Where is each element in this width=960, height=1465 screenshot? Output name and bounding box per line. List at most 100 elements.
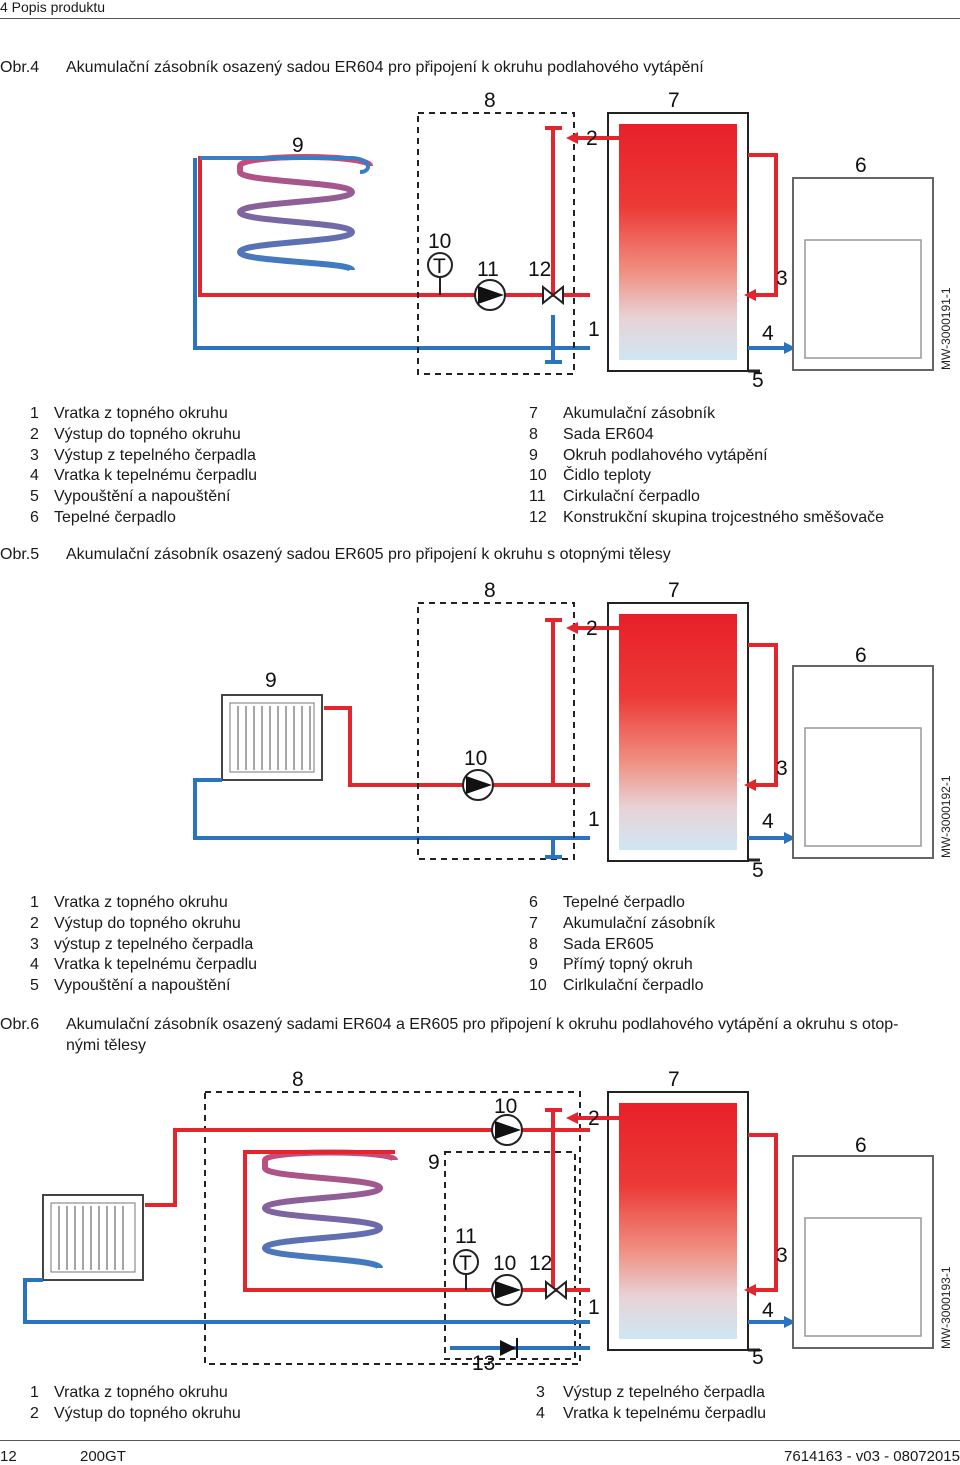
figure-4-diagram: T 9 8 7 2 6 10 11 12 3 1 4 5 MW-3000191-…	[193, 89, 953, 392]
svg-text:10: 10	[494, 1095, 517, 1118]
svg-text:8: 8	[484, 579, 496, 602]
svg-text:13: 13	[472, 1352, 495, 1375]
floor-coil	[236, 154, 373, 273]
label-12: 12	[528, 258, 551, 281]
er605-box	[417, 602, 575, 860]
svg-text:3: 3	[776, 757, 788, 780]
svg-text:T: T	[433, 255, 446, 278]
footer-doc-id: 7614163 - v03 - 08072015	[784, 1448, 960, 1465]
svg-text:10: 10	[493, 1252, 516, 1275]
temperature-sensor-icon	[427, 252, 453, 278]
radiator-icon	[221, 694, 323, 781]
figure-4-caption: Akumulační zásobník osazený sadou ER604 …	[66, 59, 704, 76]
svg-text:9: 9	[428, 1151, 440, 1174]
svg-text:11: 11	[455, 1225, 477, 1248]
figure-6-caption-line1: Akumulační zásobník osazený sadami ER604…	[66, 1016, 899, 1033]
svg-text:3: 3	[776, 1244, 788, 1267]
er605-box	[204, 1091, 581, 1365]
temperature-sensor-icon	[453, 1249, 479, 1275]
svg-text:T: T	[459, 1252, 472, 1275]
svg-text:4: 4	[762, 1299, 774, 1322]
return-line	[193, 158, 590, 350]
figure-4-number: Obr.4	[0, 59, 40, 76]
coil-feed	[200, 156, 370, 174]
label-10: 10	[428, 230, 451, 253]
label-3: 3	[776, 267, 788, 290]
figure-6-code: MW-3000193-1	[939, 1266, 953, 1349]
figure-5-number: Obr.5	[0, 546, 40, 563]
label-4: 4	[762, 322, 774, 345]
svg-text:6: 6	[855, 1134, 867, 1157]
figure-4-code: MW-3000191-1	[939, 287, 953, 370]
heat-pump-unit	[792, 665, 934, 859]
svg-text:2: 2	[588, 1107, 600, 1130]
figure-5-diagram: 9 8 7 2 6 10 3 1 4 5 MW-3000192-1	[193, 579, 953, 882]
svg-text:4: 4	[762, 810, 774, 833]
heat-pump-unit	[792, 177, 934, 371]
footer-rule	[0, 1440, 960, 1441]
svg-text:10: 10	[464, 747, 487, 770]
svg-text:5: 5	[752, 1346, 764, 1369]
er604-box	[444, 1151, 576, 1360]
radiator-icon	[42, 1194, 144, 1281]
three-way-valve-icon	[542, 284, 564, 306]
label-1: 1	[588, 318, 600, 341]
svg-text:2: 2	[586, 617, 598, 640]
check-valve-icon	[500, 1340, 516, 1356]
footer-product: 200GT	[80, 1448, 126, 1465]
label-7: 7	[668, 89, 680, 112]
label-11: 11	[477, 258, 499, 281]
label-8: 8	[484, 89, 496, 112]
figure-6-diagram: T 8 7 10 2 6 9 11 10 12 3 1 4 13 5 MW-30…	[23, 1068, 953, 1375]
svg-text:7: 7	[668, 1068, 680, 1091]
svg-text:1: 1	[588, 808, 600, 831]
svg-text:9: 9	[265, 669, 277, 692]
figure-6-number: Obr.6	[0, 1016, 40, 1033]
svg-text:8: 8	[292, 1068, 304, 1091]
label-5: 5	[752, 369, 764, 392]
three-way-valve-icon	[545, 1279, 567, 1301]
heat-pump-unit	[792, 1155, 934, 1349]
svg-text:12: 12	[529, 1252, 552, 1275]
svg-text:5: 5	[752, 859, 764, 882]
header-rule	[0, 18, 960, 19]
label-6: 6	[855, 154, 867, 177]
svg-text:6: 6	[855, 644, 867, 667]
figure-6-caption-line2: nými tělesy	[66, 1037, 147, 1054]
svg-text:1: 1	[588, 1296, 600, 1319]
section-header: 4 Popis produktu	[0, 0, 106, 15]
footer-page-number: 12	[0, 1448, 17, 1465]
